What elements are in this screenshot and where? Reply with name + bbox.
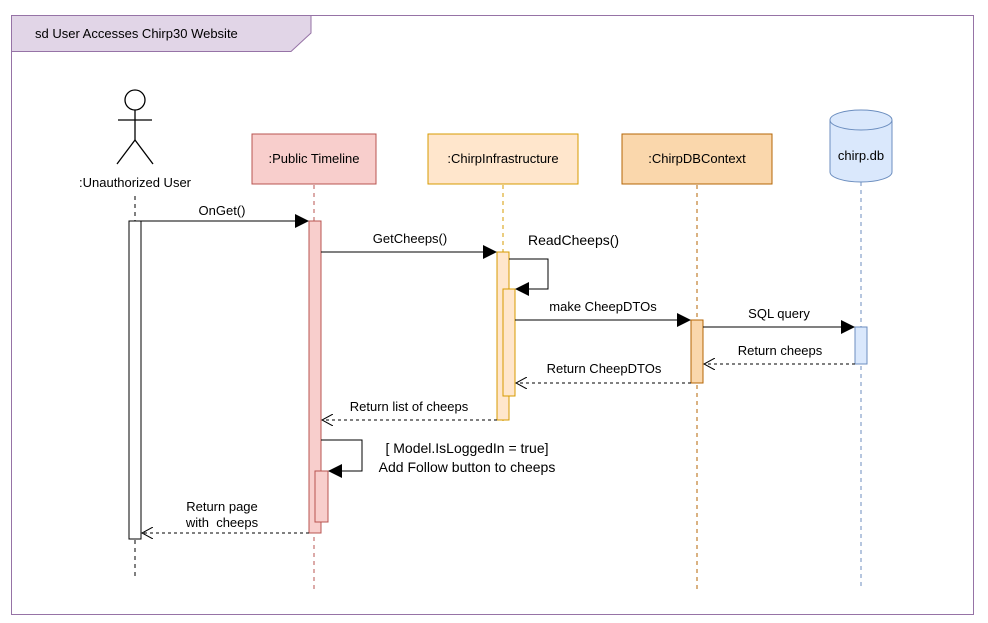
- message-return-cheeps-label: Return cheeps: [738, 343, 823, 358]
- message-return-page-label-line2: with cheeps: [185, 515, 259, 530]
- activation-infra-nested: [502, 288, 516, 397]
- lifeline-head-dbcontext: [621, 133, 773, 185]
- activation-user: [128, 220, 142, 540]
- message-sql-query-label: SQL query: [748, 306, 810, 321]
- message-return-list-label: Return list of cheeps: [350, 399, 469, 414]
- lifeline-head-infra: [427, 133, 579, 185]
- message-add-follow-label: Add Follow button to cheeps: [379, 459, 556, 475]
- message-readcheeps-label: ReadCheeps(): [528, 232, 619, 248]
- lifeline-head-infra-label: :ChirpInfrastructure: [447, 151, 558, 166]
- activation-timeline-nested: [314, 470, 329, 523]
- database-label: chirp.db: [838, 148, 884, 163]
- lifeline-head-timeline: [251, 133, 377, 185]
- message-onget-label: OnGet(): [199, 203, 246, 218]
- lifeline-head-timeline-label: :Public Timeline: [268, 151, 359, 166]
- frame-title-tab: [11, 15, 312, 52]
- message-readcheeps-arrow: [509, 258, 549, 296]
- lifeline-head-dbcontext-label: :ChirpDBContext: [648, 151, 746, 166]
- message-getcheeps-label: GetCheeps(): [373, 231, 447, 246]
- message-return-page-label-line1: Return page: [186, 499, 258, 514]
- message-make-dtos-label: make CheepDTOs: [549, 299, 657, 314]
- frame-border: [11, 15, 974, 615]
- frame-title: sd User Accesses Chirp30 Website: [35, 26, 238, 41]
- message-guard-label: [ Model.IsLoggedIn = true]: [385, 440, 548, 456]
- message-return-dtos-label: Return CheepDTOs: [547, 361, 662, 376]
- activation-db: [854, 326, 868, 365]
- message-add-follow-arrow: [321, 439, 363, 478]
- activation-timeline: [308, 220, 322, 534]
- actor-icon: [116, 89, 154, 165]
- activation-dbcontext: [690, 319, 704, 384]
- actor-label: :Unauthorized User: [79, 175, 192, 190]
- database-icon: [829, 109, 893, 183]
